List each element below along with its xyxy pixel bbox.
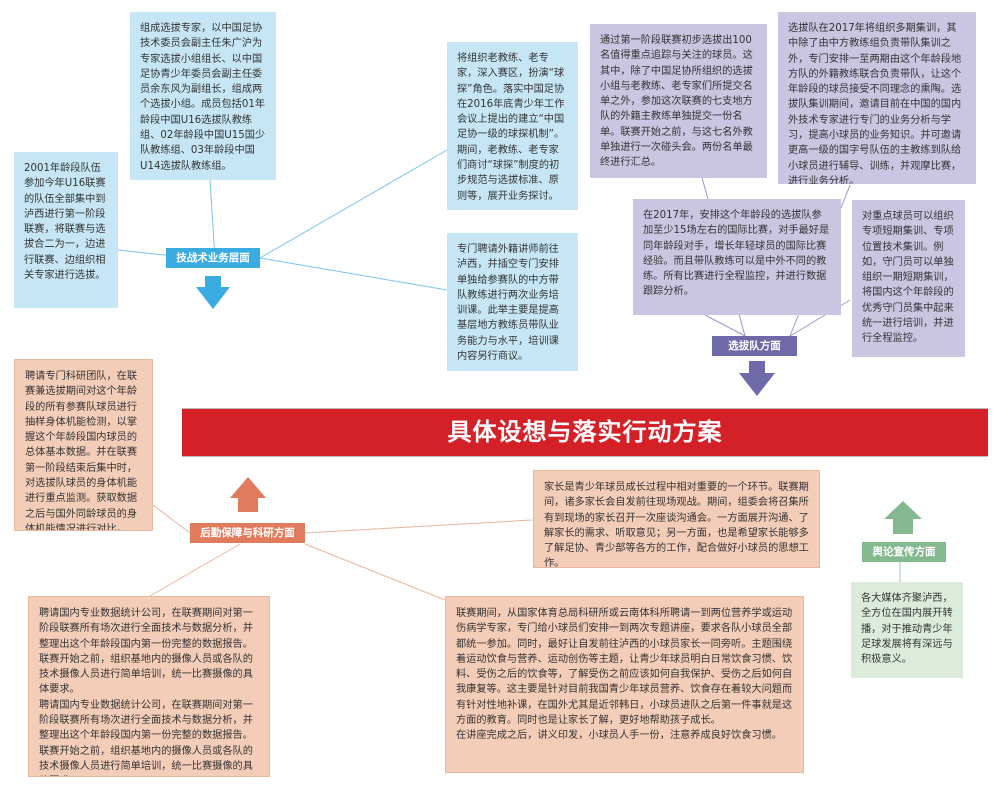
tactical-box-scout: 将组织老教练、老专家，深入赛区，扮演“球探”角色。落实中国足协在2016年底青少… bbox=[447, 42, 578, 210]
blue-down-arrow bbox=[196, 276, 230, 309]
tactical-box-expert-group: 组成选拔专家，以中国足协技术委员会副主任朱广沪为专家选拔小组组长、以中国足协青少… bbox=[130, 12, 276, 180]
selection-box-intl-matches: 在2017年，安排这个年龄段的选拔队参加至少15场左右的国际比赛，对手最好是同年… bbox=[633, 199, 841, 315]
selection-box-training-camps: 选拔队在2017年将组织多期集训，其中除了由中方教练组负责带队集训之外，专门安排… bbox=[778, 12, 976, 184]
green-up-arrow bbox=[884, 501, 922, 534]
tactical-box-training: 专门聘请外籍讲师前往泸西，并插空专门安排单独给参赛队的中方带队教练进行两次业务培… bbox=[447, 233, 578, 371]
page-title: 具体设想与落实行动方案 bbox=[182, 408, 988, 457]
selection-box-key-players: 对重点球员可以组织专项短期集训、专项位置技术集训。例如，守门员可以单独组织一期短… bbox=[852, 200, 965, 357]
publicity-box-media: 各大媒体齐聚泸西，全方位在国内展开转播，对于推动青少年足球发展将有深远与积极意义… bbox=[851, 582, 963, 678]
salmon-up-arrow bbox=[230, 477, 266, 512]
node-publicity: 舆论宣传方面 bbox=[862, 542, 946, 562]
logistics-box-nutrition: 联赛期间，从国家体育总局科研所或云南体科所聘请一到两位营养学或运动伤病学专家，专… bbox=[445, 596, 804, 773]
logistics-box-data-stats: 聘请国内专业数据统计公司，在联赛期间对第一阶段联赛所有场次进行全面技术与数据分析… bbox=[28, 596, 270, 777]
purple-down-arrow bbox=[739, 361, 775, 396]
tactical-box-u16-league: 2001年龄段队伍参加今年U16联赛的队伍全部集中到泸西进行第一阶段联赛，将联赛… bbox=[14, 152, 118, 308]
logistics-box-parents: 家长是青少年球员成长过程中相对重要的一个环节。联赛期间，诸多家长会自发前往现场观… bbox=[533, 470, 820, 568]
node-selection: 选拔队方面 bbox=[712, 336, 797, 356]
logistics-box-research-team: 聘请专门科研团队，在联赛兼选拔期间对这个年龄段的所有参赛队球员进行抽样身体机能检… bbox=[14, 359, 153, 531]
selection-box-100-players: 通过第一阶段联赛初步选拔出100名值得重点追踪与关注的球员。这其中，除了中国足协… bbox=[590, 24, 767, 178]
node-tactical: 技战术业务层面 bbox=[166, 248, 260, 268]
node-logistics: 后勤保障与科研方面 bbox=[190, 523, 305, 543]
